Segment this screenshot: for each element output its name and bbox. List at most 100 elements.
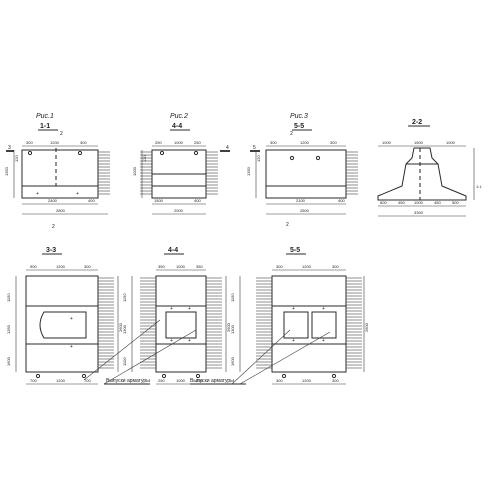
figure-2-dim-bottom-1: 400 <box>194 198 201 203</box>
plan-4-4-opening <box>165 311 197 339</box>
plan-4-4-plus-c: + <box>170 338 173 344</box>
figure-2-loop-right <box>193 150 199 156</box>
plan-4-4-dim-bottom-2: 250 <box>196 378 203 383</box>
figure-2-section: 4-4 <box>172 123 182 130</box>
figure-3-side-dim-0: 1350 <box>246 166 251 176</box>
section-2-2-dim-bottom-1: 450 <box>398 200 405 205</box>
plan-5-5-plus-c: + <box>292 338 295 344</box>
figure-3-dim-top-0: 300 <box>270 140 277 145</box>
plan-3-3-dim-bottom-1: 1200 <box>56 378 66 383</box>
plan-4-4-loop-right <box>195 373 201 379</box>
plan-4-4-hatching-right <box>206 277 222 369</box>
plan-5-5-hatching-left <box>256 277 272 369</box>
section-2-2-overall: 3300 <box>414 210 424 215</box>
plan-5-5-loop-right <box>331 373 337 379</box>
plan-5-5-opening-left <box>283 311 309 339</box>
section-2-2: 2-2 1000 1500 1000 600 450 1000 450 500 … <box>377 119 482 217</box>
plan-3-3-hatching <box>98 277 114 369</box>
note-a-leader-1 <box>83 319 161 381</box>
note-b-text: Выпуски арматуры <box>190 378 234 384</box>
figure-1-side-dim-0: 1350 <box>4 166 9 176</box>
plan-3-3-left-dim-0: 1150 <box>6 293 11 302</box>
section-2-2-dim-bottom-4: 500 <box>452 200 459 205</box>
plan-3-3-outline <box>25 275 99 373</box>
note-b-leader-2 <box>239 331 331 385</box>
plan-3-3-loop-left <box>35 373 41 379</box>
figure-3-hatching <box>346 151 358 195</box>
figure-3-cut-mark: 2 <box>290 131 293 137</box>
plan-3-3-dim-bottom-2: 700 <box>84 378 91 383</box>
figure-1: Рис.1 1-1 300 1200 300 3 2 + + 1350 120 … <box>4 113 110 230</box>
plan-4-4-left-dim-0: 1150 <box>122 293 127 302</box>
plan-5-5-hatching-right <box>346 277 362 369</box>
plan-5-5-plus-a: + <box>292 306 295 312</box>
plan-5-5-dim-top-1: 1200 <box>302 264 312 269</box>
figure-1-loop-right <box>77 150 83 156</box>
plan-5-5-left-dim-1: 1300 <box>230 324 235 334</box>
figure-1-plus-right: + <box>76 191 79 197</box>
plan-5-5-plus-b: + <box>322 306 325 312</box>
plan-4-4-dim-top-0: 350 <box>158 264 165 269</box>
plan-4-4-dim-top-1: 1000 <box>176 264 186 269</box>
plan-4-4-plus-d: + <box>188 338 191 344</box>
plan-5-5-outline <box>271 275 347 373</box>
note-b: Выпуски арматуры <box>190 329 331 385</box>
figure-3-dim-bottom-0: 2100 <box>296 198 306 203</box>
note-a-leader-2 <box>103 329 197 385</box>
plan-5-5: 5-5 300 1200 300 + + + + 1150 1300 1600 … <box>230 247 369 385</box>
plan-5-5-dim-bottom-2: 300 <box>332 378 339 383</box>
figure-3-overall: 2500 <box>300 208 310 213</box>
note-a-text: Выпуски арматуры <box>106 378 150 384</box>
plan-3-3-dim-top-2: 300 <box>84 264 91 269</box>
plan-3-3-right-dim: 2600 <box>118 322 123 332</box>
section-2-2-dim-bottom-3: 450 <box>434 200 441 205</box>
figure-2-loop-left <box>159 150 165 156</box>
plan-3-3-opening <box>39 311 87 339</box>
figure-2-side-dim-1: 120 <box>142 155 147 162</box>
figure-1-title: Рис.1 <box>36 113 54 120</box>
figure-2-hatching-right <box>206 151 218 195</box>
plan-4-4-loop-left <box>161 373 167 379</box>
figure-3-block-outline <box>265 149 347 199</box>
figure-2: Рис.2 4-4 250 1000 250 4 1000 120 1500 4… <box>132 113 230 215</box>
figure-2-overall: 2000 <box>174 208 184 213</box>
section-2-2-title: 2-2 <box>412 119 422 126</box>
figure-2-dim-top-0: 250 <box>155 140 162 145</box>
plan-3-3-left-dim-2: 1600 <box>6 356 11 366</box>
plan-5-5-right-dim: 2600 <box>364 322 369 332</box>
plan-4-4-left-dim-1: 1300 <box>122 324 127 334</box>
figure-1-dim-bottom-1: 400 <box>88 198 95 203</box>
section-2-2-side: 1:1 <box>476 184 482 189</box>
plan-3-3-plus-b: + <box>70 344 73 350</box>
plan-3-3-dim-top-1: 1200 <box>56 264 66 269</box>
figure-2-dim-bottom-0: 1500 <box>154 198 164 203</box>
figure-1-dim-top-0: 300 <box>26 140 33 145</box>
plan-5-5-dim-top-2: 300 <box>332 264 339 269</box>
section-2-2-dim-bottom-2: 1000 <box>414 200 424 205</box>
figure-3-loop-right <box>315 155 321 161</box>
plan-4-4-title: 4-4 <box>168 247 178 254</box>
plan-4-4-left-dim-2: 1100 <box>122 357 127 366</box>
figure-3-edge-mark: 5 <box>253 145 256 151</box>
figure-1-overall: 2800 <box>56 208 66 213</box>
plan-3-3-dim-top-0: 900 <box>30 264 37 269</box>
figure-3-cut-mark-bottom: 2 <box>286 222 289 228</box>
figure-1-plus-left: + <box>36 191 39 197</box>
note-b-leader-1 <box>231 329 291 385</box>
figure-1-block-outline <box>21 149 99 199</box>
figure-1-cut-mark-bottom: 2 <box>52 224 55 230</box>
plan-3-3-dim-bottom-0: 700 <box>30 378 37 383</box>
figure-3-dim-top-2: 300 <box>330 140 337 145</box>
figure-3-dim-top-1: 1200 <box>300 140 310 145</box>
plan-3-3-title: 3-3 <box>46 247 56 254</box>
figure-1-cut-mark: 2 <box>60 131 63 137</box>
plan-5-5-dim-bottom-0: 300 <box>276 378 283 383</box>
plan-4-4-plus-a: + <box>170 306 173 312</box>
figure-2-dim-top-2: 250 <box>194 140 201 145</box>
section-2-2-dim-bottom-0: 600 <box>380 200 387 205</box>
plan-5-5-dim-bottom-1: 1200 <box>302 378 312 383</box>
plan-3-3: 3-3 900 1200 300 + + 1150 1350 1600 700 … <box>6 247 114 385</box>
figure-1-loop-left <box>27 150 33 156</box>
